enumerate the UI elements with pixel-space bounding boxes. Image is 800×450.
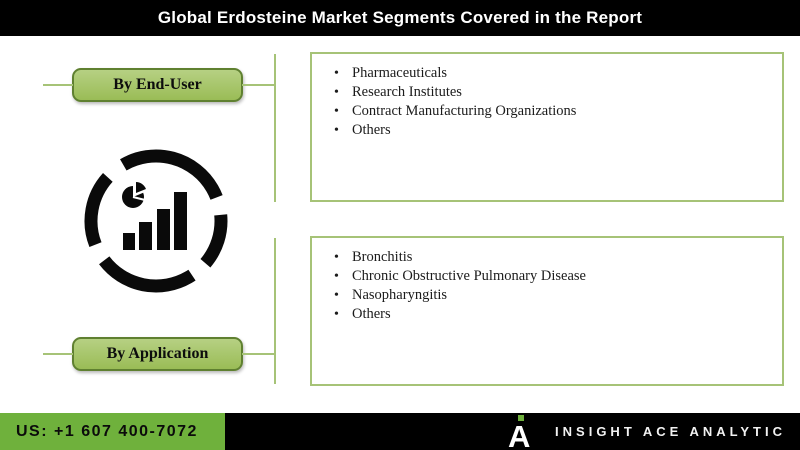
- list-item: Nasopharyngitis: [332, 286, 782, 305]
- connector-line: [242, 353, 275, 355]
- connector-line: [43, 353, 73, 355]
- insight-ace-logo-icon: A: [508, 415, 530, 450]
- end-user-list: Pharmaceuticals Research Institutes Cont…: [312, 54, 782, 140]
- pie-chart-glyph: [122, 182, 146, 208]
- page-title: Global Erdosteine Market Segments Covere…: [0, 0, 800, 36]
- footer-bar: US: +1 607 400-7072 A INSIGHT ACE ANALYT…: [0, 413, 800, 450]
- connector-line: [43, 84, 73, 86]
- brand-name: INSIGHT ACE ANALYTIC: [555, 424, 786, 439]
- application-list: Bronchitis Chronic Obstructive Pulmonary…: [312, 238, 782, 324]
- connector-line: [242, 84, 275, 86]
- footer-phone-block: US: +1 607 400-7072: [0, 413, 225, 450]
- end-user-items-box: Pharmaceuticals Research Institutes Cont…: [310, 52, 784, 202]
- phone-number: US: +1 607 400-7072: [16, 422, 198, 440]
- connector-line: [274, 54, 276, 202]
- ring-glyph: [84, 149, 228, 293]
- list-item: Contract Manufacturing Organizations: [332, 102, 782, 121]
- list-item: Others: [332, 121, 782, 140]
- by-application-label: By Application: [72, 337, 243, 371]
- brand-block: A INSIGHT ACE ANALYTIC: [505, 413, 786, 450]
- connector-line: [274, 238, 276, 384]
- list-item: Others: [332, 305, 782, 324]
- bar-chart-glyph: [123, 192, 187, 250]
- list-item: Pharmaceuticals: [332, 64, 782, 83]
- application-items-box: Bronchitis Chronic Obstructive Pulmonary…: [310, 236, 784, 386]
- list-item: Bronchitis: [332, 248, 782, 267]
- list-item: Chronic Obstructive Pulmonary Disease: [332, 267, 782, 286]
- market-analytics-icon: [84, 149, 228, 293]
- by-end-user-label: By End-User: [72, 68, 243, 102]
- list-item: Research Institutes: [332, 83, 782, 102]
- svg-text:A: A: [508, 419, 530, 450]
